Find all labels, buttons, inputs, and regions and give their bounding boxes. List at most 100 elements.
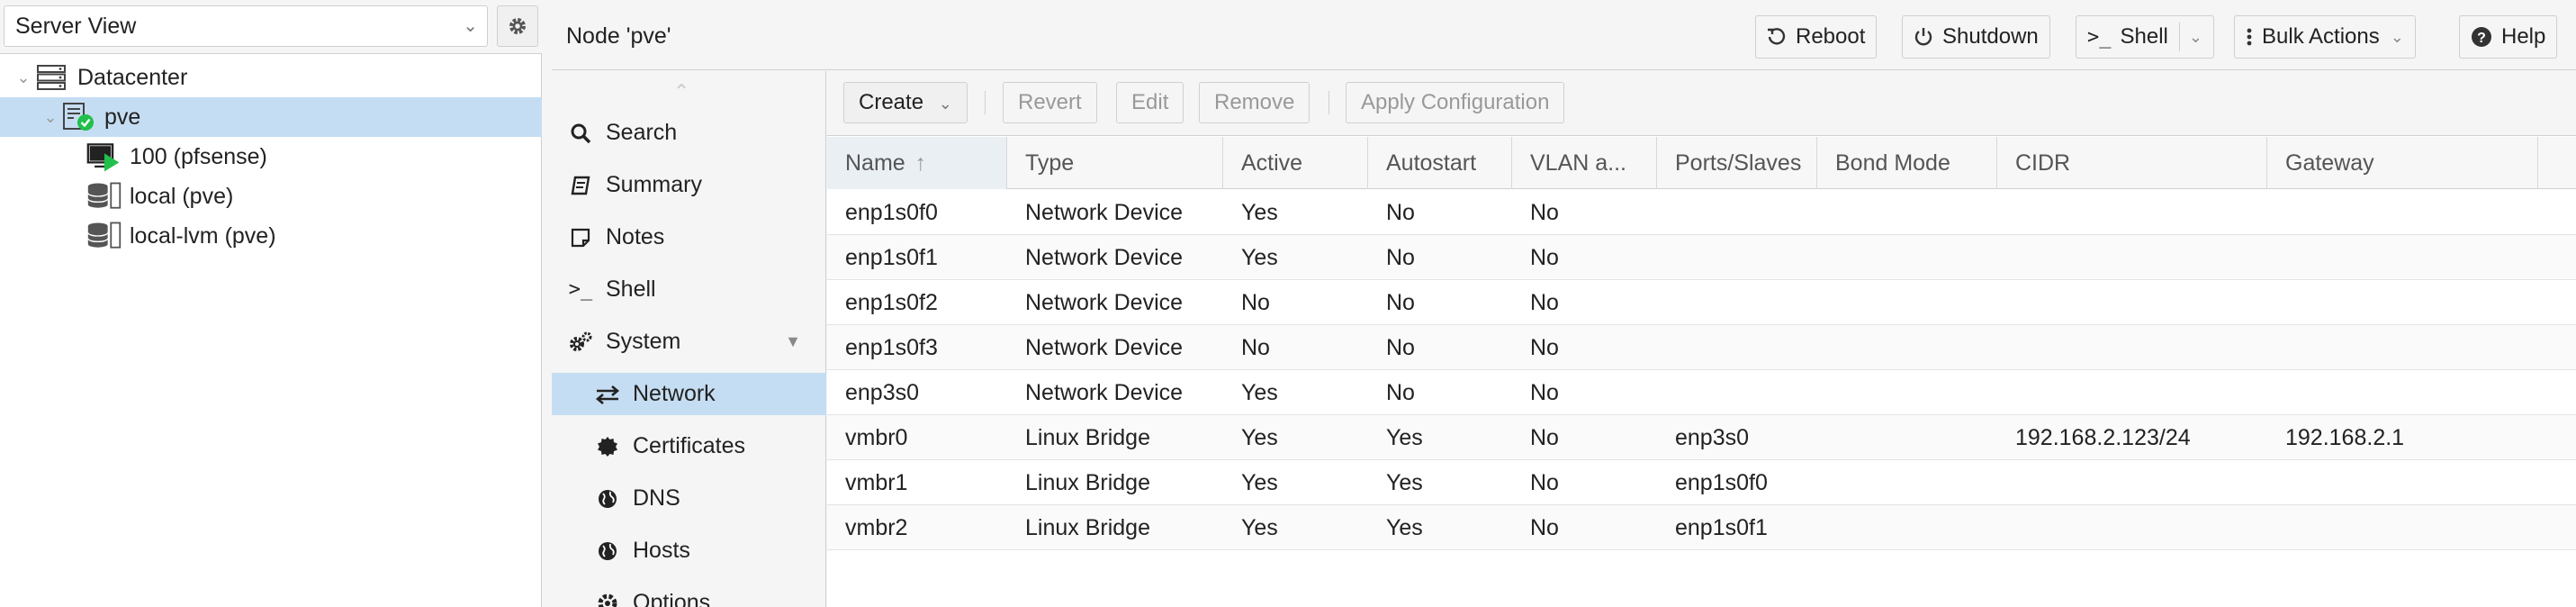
globe-icon bbox=[595, 486, 620, 512]
table-cell bbox=[1817, 415, 1997, 460]
resource-tree: ⌄ Datacenter ⌄ bbox=[0, 58, 542, 256]
tree-item-label: local (pve) bbox=[130, 184, 234, 209]
tree-item-storage-local-lvm[interactable]: local-lvm (pve) bbox=[0, 216, 542, 256]
shell-button[interactable]: >_ Shell ⌄ bbox=[2076, 15, 2214, 59]
chevron-up-icon[interactable]: ⌃ bbox=[673, 80, 690, 103]
menu-item-notes[interactable]: Notes bbox=[552, 216, 826, 258]
table-cell bbox=[2267, 280, 2538, 325]
terminal-icon: >_ bbox=[2087, 25, 2112, 49]
tree-item-vm-100[interactable]: 100 (pfsense) bbox=[0, 137, 542, 177]
table-cell bbox=[1817, 235, 1997, 280]
table-cell: No bbox=[1530, 515, 1559, 540]
table-cell: enp1s0f1 bbox=[845, 245, 938, 270]
column-header-type[interactable]: Type bbox=[1007, 137, 1223, 189]
column-header-label: CIDR bbox=[2015, 150, 2071, 176]
table-cell: No bbox=[1530, 290, 1559, 315]
table-cell bbox=[1997, 325, 2267, 370]
shutdown-button[interactable]: Shutdown bbox=[1902, 15, 2050, 59]
table-cell: No bbox=[1386, 200, 1415, 225]
page-title: Node 'pve' bbox=[566, 23, 671, 49]
table-cell bbox=[1657, 235, 1817, 280]
table-cell: No bbox=[1241, 290, 1270, 315]
table-cell: 192.168.2.123/24 bbox=[2015, 425, 2191, 450]
column-header-ports-slaves[interactable]: Ports/Slaves bbox=[1657, 137, 1817, 189]
tree-item-label: pve bbox=[104, 104, 141, 130]
table-cell: No bbox=[1530, 425, 1559, 450]
apply-configuration-button[interactable]: Apply Configuration bbox=[1346, 82, 1565, 123]
table-cell: No bbox=[1386, 335, 1415, 360]
revert-button[interactable]: Revert bbox=[1003, 82, 1097, 123]
create-button[interactable]: Create ⌄ bbox=[843, 82, 968, 123]
menu-item-search[interactable]: Search bbox=[552, 112, 826, 154]
help-icon: ? bbox=[2471, 26, 2492, 48]
menu-item-dns[interactable]: DNS bbox=[552, 477, 826, 520]
svg-text:?: ? bbox=[2477, 31, 2486, 46]
tree-item-datacenter[interactable]: ⌄ Datacenter bbox=[0, 58, 542, 97]
chevron-down-icon: ⌄ bbox=[938, 95, 952, 113]
column-header-bond-mode[interactable]: Bond Mode bbox=[1817, 137, 1997, 189]
more-vertical-icon bbox=[2246, 27, 2253, 47]
table-cell: enp1s0f0 bbox=[845, 200, 938, 225]
tree-item-label: local-lvm (pve) bbox=[130, 223, 276, 249]
table-cell: vmbr2 bbox=[845, 515, 908, 540]
column-header-cidr[interactable]: CIDR bbox=[1997, 137, 2267, 189]
table-cell bbox=[1997, 505, 2267, 550]
reboot-icon bbox=[1767, 27, 1787, 47]
table-cell bbox=[1817, 190, 1997, 235]
column-header-vlan-aware[interactable]: VLAN a... bbox=[1512, 137, 1657, 189]
tree-collapse-icon[interactable]: ⌄ bbox=[16, 68, 31, 86]
help-button[interactable]: ? Help bbox=[2459, 15, 2558, 59]
menu-item-summary[interactable]: Summary bbox=[552, 164, 826, 206]
table-cell: No bbox=[1386, 380, 1415, 405]
remove-button[interactable]: Remove bbox=[1199, 82, 1311, 123]
tree-collapse-icon[interactable]: ⌄ bbox=[43, 108, 58, 126]
menu-item-hosts[interactable]: Hosts bbox=[552, 530, 826, 572]
node-navigation-menu: ⌃ Search Summary Notes >_ Shell bbox=[552, 71, 826, 607]
menu-item-shell[interactable]: >_ Shell bbox=[552, 268, 826, 311]
reboot-button[interactable]: Reboot bbox=[1755, 15, 1878, 59]
table-cell: 192.168.2.1 bbox=[2285, 425, 2405, 450]
table-cell bbox=[1657, 370, 1817, 415]
table-cell: No bbox=[1530, 245, 1559, 270]
tree-settings-button[interactable] bbox=[497, 5, 538, 47]
column-header-name[interactable]: Name ↑ bbox=[827, 137, 1007, 189]
chevron-down-icon[interactable]: ⌄ bbox=[2178, 23, 2202, 51]
table-cell bbox=[2267, 505, 2538, 550]
column-header-active[interactable]: Active bbox=[1223, 137, 1368, 189]
edit-label: Edit bbox=[1131, 90, 1169, 114]
column-header-gateway[interactable]: Gateway bbox=[2267, 137, 2538, 189]
menu-item-network[interactable]: Network bbox=[552, 373, 826, 415]
column-header-autostart[interactable]: Autostart bbox=[1368, 137, 1512, 189]
table-cell bbox=[2267, 460, 2538, 505]
menu-item-system[interactable]: System ▼ bbox=[552, 321, 826, 363]
collapse-arrow-icon[interactable]: ▼ bbox=[785, 332, 801, 350]
tree-item-node-pve[interactable]: ⌄ pve bbox=[0, 97, 542, 137]
network-toolbar: Create ⌄ Revert Edit Remove Apply Config… bbox=[827, 71, 2576, 136]
menu-item-label: System bbox=[606, 329, 681, 354]
table-cell: Linux Bridge bbox=[1025, 515, 1150, 540]
table-cell bbox=[1657, 280, 1817, 325]
revert-label: Revert bbox=[1018, 90, 1082, 114]
view-select-dropdown[interactable]: Server View ⌄ bbox=[4, 5, 488, 47]
table-cell bbox=[1997, 235, 2267, 280]
menu-item-label: Hosts bbox=[633, 538, 690, 563]
gears-icon bbox=[568, 330, 593, 355]
table-cell: No bbox=[1386, 245, 1415, 270]
menu-item-certificates[interactable]: Certificates bbox=[552, 425, 826, 467]
tree-item-storage-local[interactable]: local (pve) bbox=[0, 177, 542, 216]
menu-item-options[interactable]: Options bbox=[552, 582, 826, 607]
shutdown-label: Shutdown bbox=[1942, 24, 2039, 49]
table-cell: enp1s0f0 bbox=[1675, 470, 1768, 495]
network-grid-header: Name ↑ Type Active Autostart VLAN a... P… bbox=[827, 137, 2576, 189]
bulk-actions-button[interactable]: Bulk Actions ⌄ bbox=[2234, 15, 2416, 59]
edit-button[interactable]: Edit bbox=[1116, 82, 1184, 123]
column-header-label: Ports/Slaves bbox=[1675, 150, 1802, 176]
